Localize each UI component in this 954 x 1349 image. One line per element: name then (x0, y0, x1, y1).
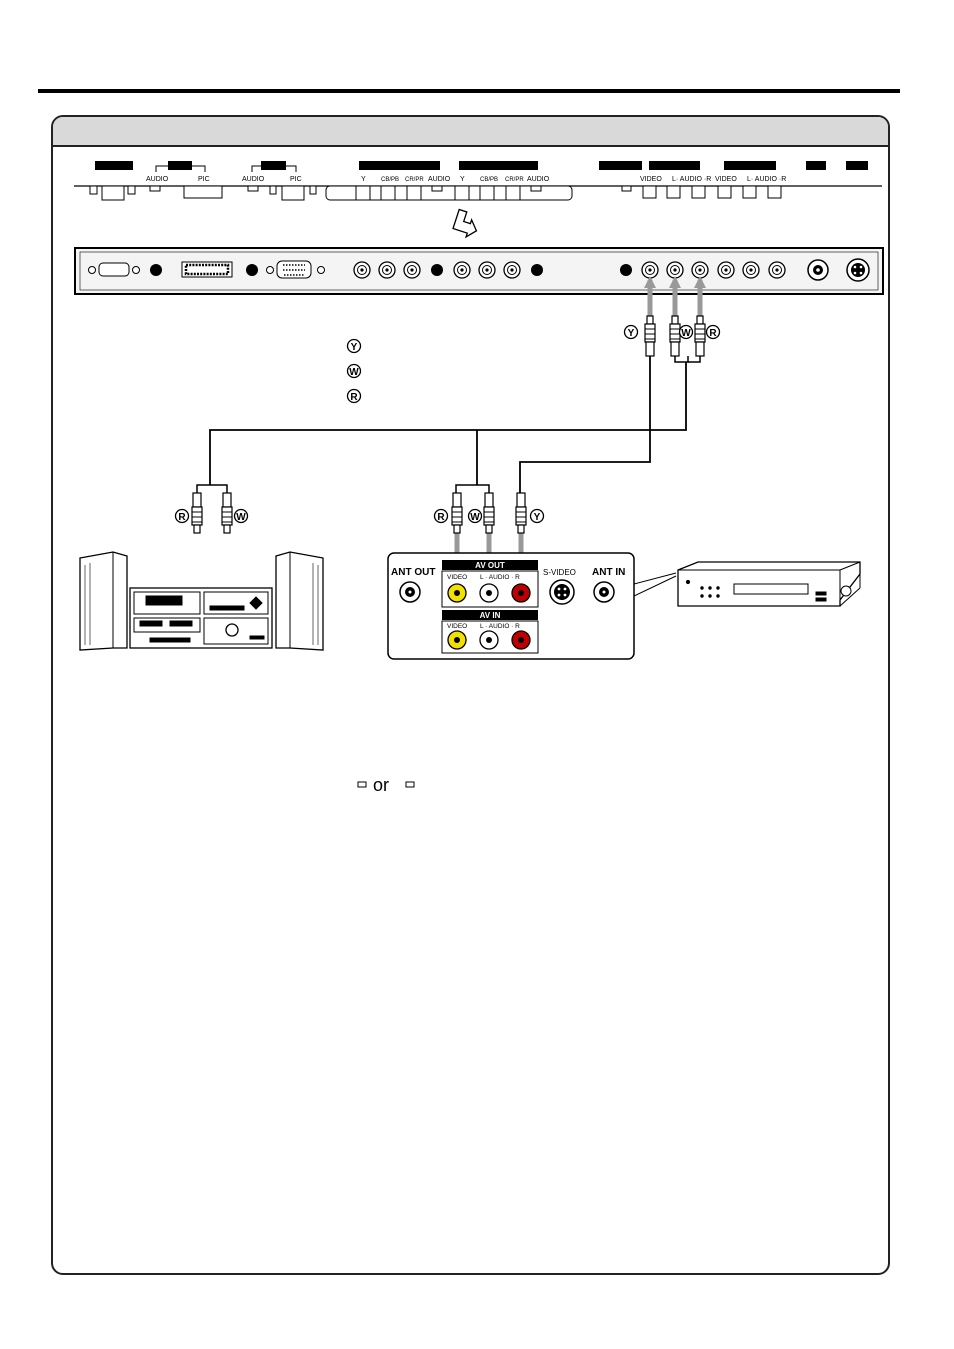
cable-legend: Y W R (346, 338, 362, 404)
component-label: CB/PB (480, 177, 498, 183)
plug-symbols: Y W R R W R W Y (174, 324, 721, 524)
component-label: AUDIO (428, 176, 451, 183)
or-text: or (373, 775, 389, 795)
zoom-arrow-icon (452, 208, 478, 239)
pic-label: PIC (290, 176, 302, 183)
component-label: CR/PR (405, 177, 424, 183)
top-rule (38, 89, 900, 93)
legend-w-symbol: W (349, 367, 359, 378)
component-label: CR/PR (505, 177, 524, 183)
audio-label: AUDIO (146, 176, 169, 183)
component-label: CB/PB (381, 177, 399, 183)
component-label: Y (361, 176, 366, 183)
w-symbol: W (681, 328, 691, 339)
label-bar (846, 161, 868, 170)
label-bar (806, 161, 826, 170)
label-bar (599, 161, 642, 170)
stereo-system-illustration (79, 551, 324, 651)
s-video-label: S-VIDEO (543, 568, 576, 577)
ant-in-label: ANT IN (592, 567, 625, 578)
r-symbol: R (709, 328, 717, 339)
av-in-label: AV IN (480, 611, 501, 620)
legend-y-symbol: Y (351, 342, 358, 353)
label-bar (724, 161, 776, 170)
tv-back-panel (74, 247, 884, 295)
pic-label: PIC (198, 176, 210, 183)
r-symbol: R (437, 512, 445, 523)
ant-out-label: ANT OUT (391, 567, 435, 578)
vcr-connection-panel: ANT OUT AV OUT VIDEO L · AUDIO · R S-VID… (387, 552, 677, 660)
y-symbol: Y (628, 328, 635, 339)
w-symbol: W (236, 512, 246, 523)
w-symbol: W (470, 512, 480, 523)
av-out-label: AV OUT (475, 561, 505, 570)
label-bar (459, 161, 538, 170)
component-label: AUDIO (527, 176, 550, 183)
component-label: Y (460, 176, 465, 183)
plug-set-vcr (451, 492, 527, 534)
label-bar (95, 161, 133, 170)
video-label: VIDEO (447, 574, 467, 581)
av-label: VIDEO (715, 176, 737, 183)
plug-set-tv (644, 315, 706, 357)
video-in-label: VIDEO (447, 623, 467, 630)
av-label: VIDEO (640, 176, 662, 183)
av-label: L· AUDIO ·R (672, 176, 711, 183)
audio-in-label: L · AUDIO · R (480, 623, 520, 630)
audio-label: L · AUDIO · R (480, 574, 520, 581)
panel-header-bar (53, 117, 888, 147)
input-label-strip: AUDIO PIC AUDIO PIC Y CB/PB CR/PR AUDIO … (74, 161, 882, 201)
av-label: L· AUDIO ·R (747, 176, 786, 183)
plug-set-audio (191, 492, 233, 534)
label-bar (649, 161, 700, 170)
audio-label: AUDIO (242, 176, 265, 183)
vcr-device-illustration (677, 561, 861, 607)
or-note: or (357, 775, 415, 795)
r-symbol: R (178, 512, 186, 523)
label-bar (359, 161, 440, 170)
y-symbol: Y (534, 512, 541, 523)
legend-r-symbol: R (350, 392, 358, 403)
content-panel (51, 115, 890, 1275)
